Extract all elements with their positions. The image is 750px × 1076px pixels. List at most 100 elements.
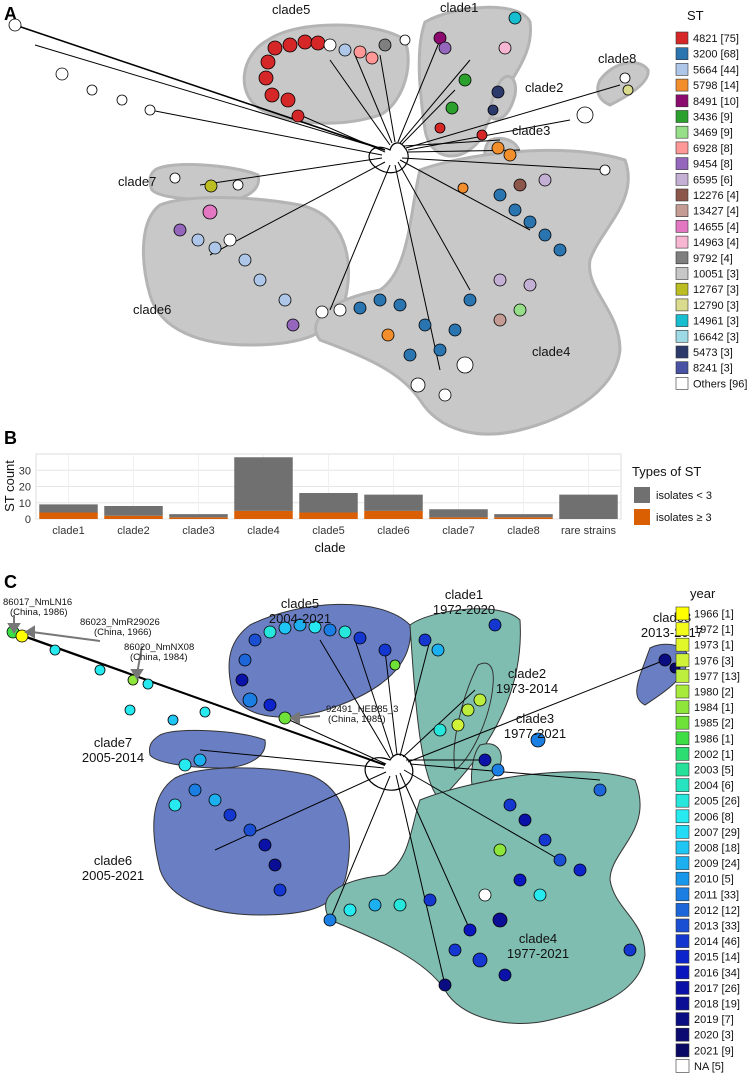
legend-a-label-7: 6928 [8] bbox=[693, 143, 733, 155]
bar-clade5-ge3 bbox=[299, 512, 358, 519]
legend-c-label-6: 1984 [1] bbox=[694, 702, 734, 714]
legend-c-swatch-7 bbox=[675, 715, 690, 730]
panel-a: A bbox=[4, 0, 747, 436]
legend-a-label-5: 3436 [9] bbox=[693, 112, 733, 124]
legend-c-swatch-18 bbox=[675, 887, 690, 902]
clade4-hull bbox=[314, 148, 630, 436]
legend-a-swatch-4 bbox=[675, 94, 689, 108]
clade7-hull-c bbox=[149, 729, 266, 769]
clade1-range-c: 1972-2020 bbox=[433, 602, 495, 617]
legend-c-swatch-4 bbox=[675, 669, 690, 683]
legend-c-swatch-1 bbox=[675, 622, 690, 636]
legend-a-label-10: 12276 [4] bbox=[693, 190, 739, 202]
annotation-86020-detail: (China, 1984) bbox=[130, 652, 188, 663]
clade2-range-c: 1973-2014 bbox=[496, 681, 558, 696]
legend-c-label-1: 1972 [1] bbox=[694, 624, 734, 636]
legend-c-swatch-10 bbox=[675, 762, 690, 777]
y-tick-label-2: 20 bbox=[19, 482, 31, 494]
legend-a-label-22: Others [96] bbox=[693, 378, 747, 390]
legend-c-label-28: 2021 [9] bbox=[694, 1045, 734, 1057]
panel-c-letter: C bbox=[4, 572, 17, 592]
legend-a-swatch-14 bbox=[675, 251, 689, 265]
legend-c-swatch-29 bbox=[675, 1059, 690, 1073]
legend-a-swatch-3 bbox=[675, 78, 689, 92]
legend-c-swatch-14 bbox=[675, 825, 690, 839]
legend-c-label-19: 2012 [12] bbox=[694, 905, 740, 917]
legend-a-label-8: 9454 [8] bbox=[693, 159, 733, 171]
legend-a-label-2: 5664 [44] bbox=[693, 64, 739, 76]
legend-a-label-15: 10051 [3] bbox=[693, 269, 739, 281]
bar-clade2-ge3 bbox=[104, 515, 163, 519]
x-tick-label-7: clade8 bbox=[507, 525, 539, 537]
legend-c-swatch-6 bbox=[675, 700, 690, 714]
annotation-92491-detail: (China, 1985) bbox=[328, 714, 386, 725]
x-tick-label-2: clade3 bbox=[182, 525, 214, 537]
bar-clade5-lt3 bbox=[299, 493, 358, 513]
annotation-86023-detail: (China, 1966) bbox=[94, 627, 152, 638]
bar-clade4-ge3 bbox=[234, 510, 293, 519]
clade6-label-c: clade6 bbox=[94, 853, 132, 868]
legend-a-swatch-12 bbox=[675, 220, 689, 233]
y-axis-label-b: ST count bbox=[2, 460, 17, 512]
legend-c-swatch-9 bbox=[675, 747, 690, 761]
legend-c: 1966 [1]1972 [1]1973 [1]1976 [3]1977 [13… bbox=[675, 606, 740, 1073]
legend-c-label-15: 2008 [18] bbox=[694, 843, 740, 855]
panel-b-letter: B bbox=[4, 428, 17, 448]
legend-a-swatch-13 bbox=[675, 235, 689, 249]
legend-a-label-12: 14655 [4] bbox=[693, 221, 739, 233]
legend-c-swatch-16 bbox=[675, 856, 690, 870]
legend-c-label-22: 2015 [14] bbox=[694, 952, 740, 964]
legend-c-label-5: 1980 [2] bbox=[694, 687, 734, 699]
legend-c-label-2: 1973 [1] bbox=[694, 640, 734, 652]
y-tick-label-3: 30 bbox=[19, 465, 31, 477]
clade4-range-c: 1977-2021 bbox=[507, 946, 569, 961]
tree-branches-c bbox=[12, 631, 666, 986]
legend-a-label-11: 13427 [4] bbox=[693, 206, 739, 218]
legend-c-label-18: 2011 [33] bbox=[694, 889, 739, 901]
legend-c-label-26: 2019 [7] bbox=[694, 1014, 734, 1026]
annotation-92491-name: 92491_HEB85_3 bbox=[326, 704, 398, 715]
bar-clade7-lt3 bbox=[429, 509, 488, 518]
legend-c-swatch-11 bbox=[675, 778, 690, 792]
bar-clade8-ge3 bbox=[494, 517, 553, 519]
legend-c-swatch-28 bbox=[675, 1043, 690, 1058]
legend-a-swatch-17 bbox=[675, 298, 689, 312]
y-tick-label-0: 0 bbox=[25, 514, 31, 526]
legend-a-label-17: 12790 [3] bbox=[693, 300, 739, 312]
legend-c-swatch-0 bbox=[675, 606, 690, 621]
legend-c-swatch-27 bbox=[675, 1027, 690, 1042]
clade1-label-c: clade1 bbox=[445, 587, 483, 602]
legend-b-swatch-1 bbox=[634, 509, 650, 525]
legend-a-label-4: 8491 [10] bbox=[693, 96, 739, 108]
legend-a-swatch-11 bbox=[675, 204, 689, 217]
legend-c-swatch-12 bbox=[675, 793, 690, 808]
legend-a-label-16: 12767 [3] bbox=[693, 284, 739, 296]
legend-c-swatch-25 bbox=[675, 996, 690, 1011]
tree-nodes-c bbox=[6, 618, 681, 992]
panel-c: C bbox=[3, 572, 740, 1073]
legend-a-swatch-10 bbox=[675, 188, 689, 202]
legend-c-label-25: 2018 [19] bbox=[694, 999, 740, 1011]
bar-clade4-lt3 bbox=[234, 457, 293, 511]
legend-c-label-24: 2017 [26] bbox=[694, 983, 740, 995]
legend-c-label-12: 2005 [26] bbox=[694, 796, 740, 808]
clade2-label-c: clade2 bbox=[508, 666, 546, 681]
legend-a-swatch-1 bbox=[675, 47, 689, 61]
annotation-86017-detail: (China, 1986) bbox=[10, 607, 68, 618]
legend-a-swatch-0 bbox=[675, 31, 689, 45]
x-tick-label-0: clade1 bbox=[52, 525, 84, 537]
legend-c-label-3: 1976 [3] bbox=[694, 655, 734, 667]
legend-c-swatch-8 bbox=[675, 731, 690, 746]
bar-clade3-ge3 bbox=[169, 517, 228, 519]
clade4-label-a: clade4 bbox=[532, 344, 570, 359]
legend-a-label-20: 5473 [3] bbox=[693, 347, 733, 359]
clade2-hull-c bbox=[453, 662, 494, 771]
clade5-range-c: 2004-2021 bbox=[269, 611, 331, 626]
legend-c-label-7: 1985 [2] bbox=[694, 718, 734, 730]
bar-clade2-lt3 bbox=[104, 506, 163, 516]
bar-clade1-ge3 bbox=[39, 512, 98, 519]
clade3-label-c: clade3 bbox=[516, 711, 554, 726]
clade7-range-c: 2005-2014 bbox=[82, 750, 144, 765]
